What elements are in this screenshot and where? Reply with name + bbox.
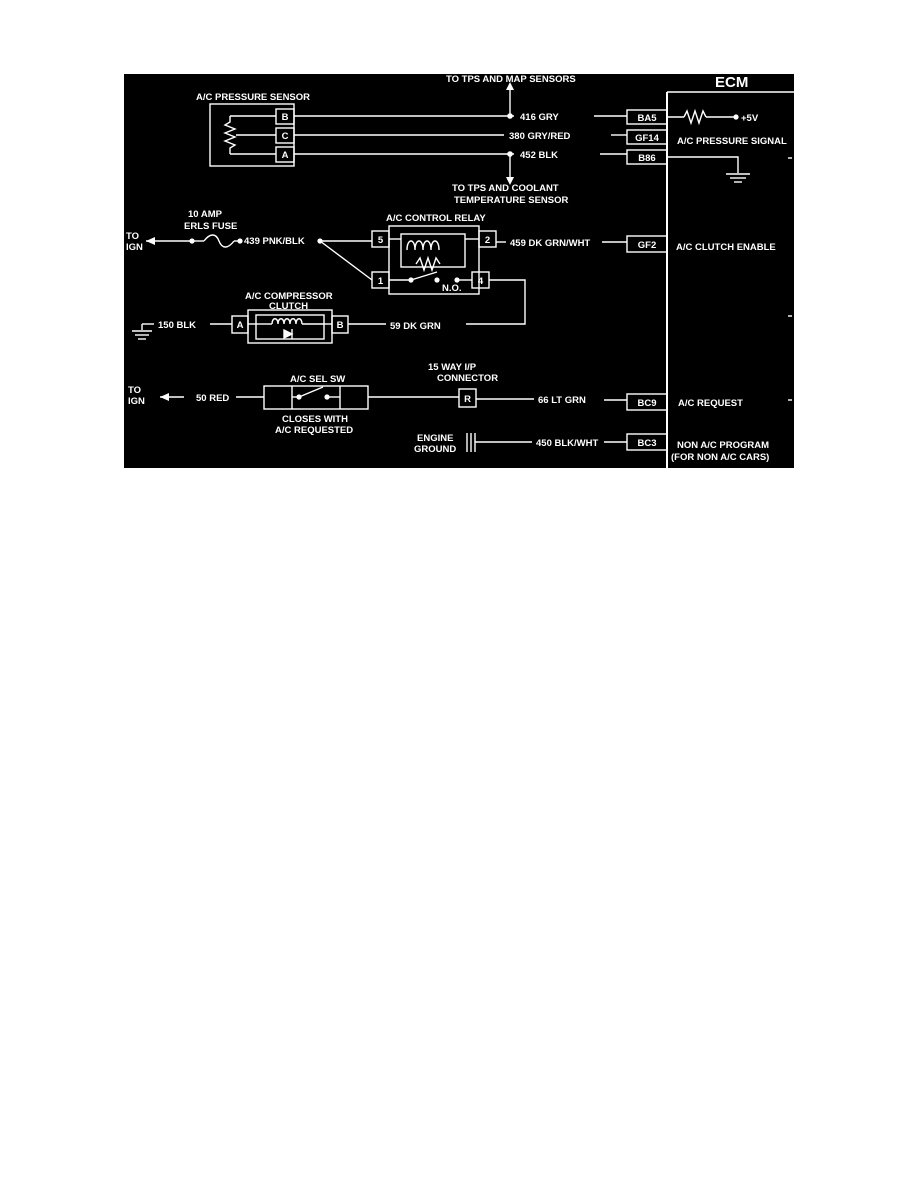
relay-pin-1-label: 1 (378, 276, 384, 287)
relay-no-label: N.O. (442, 283, 462, 294)
relay-body (388, 225, 480, 295)
wire-59-label: 59 DK GRN (390, 321, 441, 332)
relay-coil-icon (406, 240, 440, 251)
relay-contact (410, 271, 438, 281)
ecm-pin-bc9-box (626, 393, 668, 411)
to-tps-coolant-label-2: TEMPERATURE SENSOR (454, 195, 569, 206)
fuse-label-2: ERLS FUSE (184, 221, 237, 232)
pressure-sensor-title: A/C PRESSURE SENSOR (196, 92, 310, 103)
diode-icon (283, 328, 294, 340)
sensor-pin-c-label: C (282, 131, 289, 142)
plus5v-label: +5V (741, 113, 759, 124)
wire-66-label: 66 LT GRN (538, 395, 586, 406)
ecm-title: ECM (715, 74, 748, 91)
relay-contact-dot (454, 277, 460, 283)
wire-50-label: 50 RED (196, 393, 229, 404)
ecm-pin-gf2-box (626, 235, 668, 253)
ecm-pin-gf14-box (626, 129, 668, 145)
wire-459-label: 459 DK GRN/WHT (510, 238, 590, 249)
sel-switch-contact-dot (296, 394, 302, 400)
relay-resistor-icon (415, 255, 441, 273)
ecm-pin-bc9-label: BC9 (637, 398, 656, 409)
wire-59 (466, 279, 526, 325)
to-ign-2-label-2: IGN (128, 396, 145, 407)
sel-switch-note-1: CLOSES WITH (282, 414, 348, 425)
plus5v-terminal-dot (733, 114, 739, 120)
wire-452-label: 452 BLK (520, 150, 558, 161)
wiring-diagram-svg: ECM +5V A/C PRESSURE SIGNAL A/C CLUTCH E… (126, 74, 794, 468)
junction-dot (507, 113, 513, 119)
junction-dot (237, 238, 243, 244)
relay-pin-4-label: 4 (478, 276, 484, 287)
arrow-left-icon (146, 237, 155, 245)
signal-pressure-label: A/C PRESSURE SIGNAL (677, 136, 787, 147)
arrow-left-icon (160, 393, 169, 401)
ip-connector-label-2: CONNECTOR (437, 373, 498, 384)
relay-pin-2-label: 2 (485, 235, 490, 246)
to-ign-2-label-1: TO (128, 385, 141, 396)
clutch-coil-icon (271, 318, 303, 325)
ecm-ground-wire (667, 156, 739, 173)
wiring-diagram: ECM +5V A/C PRESSURE SIGNAL A/C CLUTCH E… (124, 74, 794, 468)
to-ign-label-2: IGN (126, 242, 143, 253)
wire-380-label: 380 GRY/RED (509, 131, 571, 142)
to-ign-label-1: TO (126, 231, 139, 242)
sel-switch-note-2: A/C REQUESTED (275, 425, 353, 436)
signal-request-label: A/C REQUEST (678, 398, 743, 409)
ip-connector-pin-r-box (458, 388, 477, 408)
resistor-icon (683, 108, 707, 126)
clutch-title-2: CLUTCH (269, 301, 308, 312)
relay-pin-5-label: 5 (378, 235, 384, 246)
wire-416-label: 416 GRY (520, 112, 559, 123)
clutch-title-1: A/C COMPRESSOR (245, 291, 333, 302)
sel-switch-contact (298, 386, 324, 398)
signal-non-ac-label-1: NON A/C PROGRAM (677, 440, 769, 451)
to-tps-coolant-label-1: TO TPS AND COOLANT (452, 183, 559, 194)
ecm-pin-bc3-label: BC3 (637, 438, 656, 449)
clutch-inner-frame (255, 314, 325, 340)
wire-450-label: 450 BLK/WHT (536, 438, 598, 449)
relay-coil-frame (400, 233, 466, 268)
sel-switch-contact-dot (324, 394, 330, 400)
clutch-pin-b-label: B (337, 320, 344, 331)
arrow-down-icon (506, 177, 514, 185)
wire-439-label: 439 PNK/BLK (244, 236, 305, 247)
junction-dot (189, 238, 195, 244)
sel-switch-title: A/C SEL SW (290, 374, 345, 385)
fuse-icon (203, 234, 235, 248)
arrow-up-icon (506, 82, 514, 90)
relay-contact-dot (434, 277, 440, 283)
wire-150-label: 150 BLK (158, 320, 196, 331)
clutch-pin-a-label: A (237, 320, 244, 331)
junction-dot (507, 151, 513, 157)
wire-439-branch (319, 240, 373, 281)
relay-contact-dot (408, 277, 414, 283)
signal-clutch-enable-label: A/C CLUTCH ENABLE (676, 242, 776, 253)
engine-ground-label-2: GROUND (414, 444, 456, 455)
ip-connector-pin-r-label: R (464, 394, 471, 405)
junction-dot (317, 238, 323, 244)
signal-non-ac-label-2: (FOR NON A/C CARS) (671, 452, 769, 463)
engine-ground-label-1: ENGINE (417, 433, 453, 444)
ecm-pin-ba5-label: BA5 (637, 113, 657, 124)
sensor-pin-b-label: B (282, 112, 289, 123)
potentiometer-icon (223, 116, 237, 154)
ecm-pin-gf14-label: GF14 (635, 133, 659, 144)
ecm-pin-b86-label: B86 (638, 153, 655, 164)
sensor-pin-a-label: A (282, 150, 289, 161)
fuse-label-1: 10 AMP (188, 209, 223, 220)
to-tps-map-label: TO TPS AND MAP SENSORS (446, 74, 576, 85)
relay-title: A/C CONTROL RELAY (386, 213, 486, 224)
ip-connector-label-1: 15 WAY I/P (428, 362, 477, 373)
ecm-pin-gf2-label: GF2 (638, 240, 656, 251)
